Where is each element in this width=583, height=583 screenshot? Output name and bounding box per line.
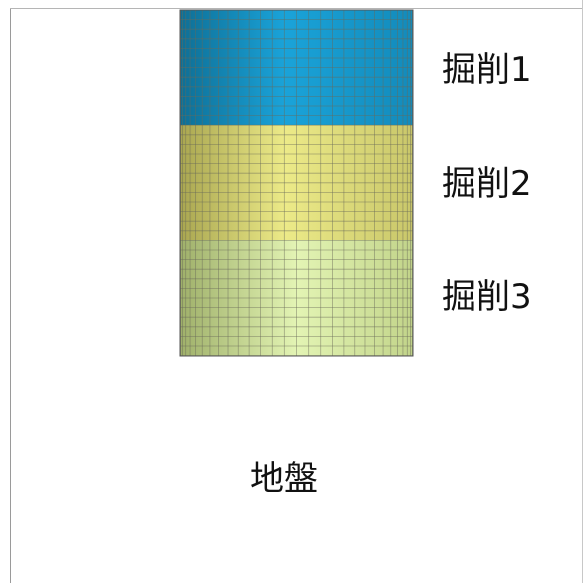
ground-label: 地盤 [250, 459, 318, 499]
layer-label-3: 掘削3 [442, 277, 532, 317]
layer-label-1: 掘削1 [442, 50, 532, 90]
mesh-grid [179, 9, 414, 357]
layer-label-2: 掘削2 [442, 164, 532, 204]
excavation-column-outline [179, 9, 414, 357]
